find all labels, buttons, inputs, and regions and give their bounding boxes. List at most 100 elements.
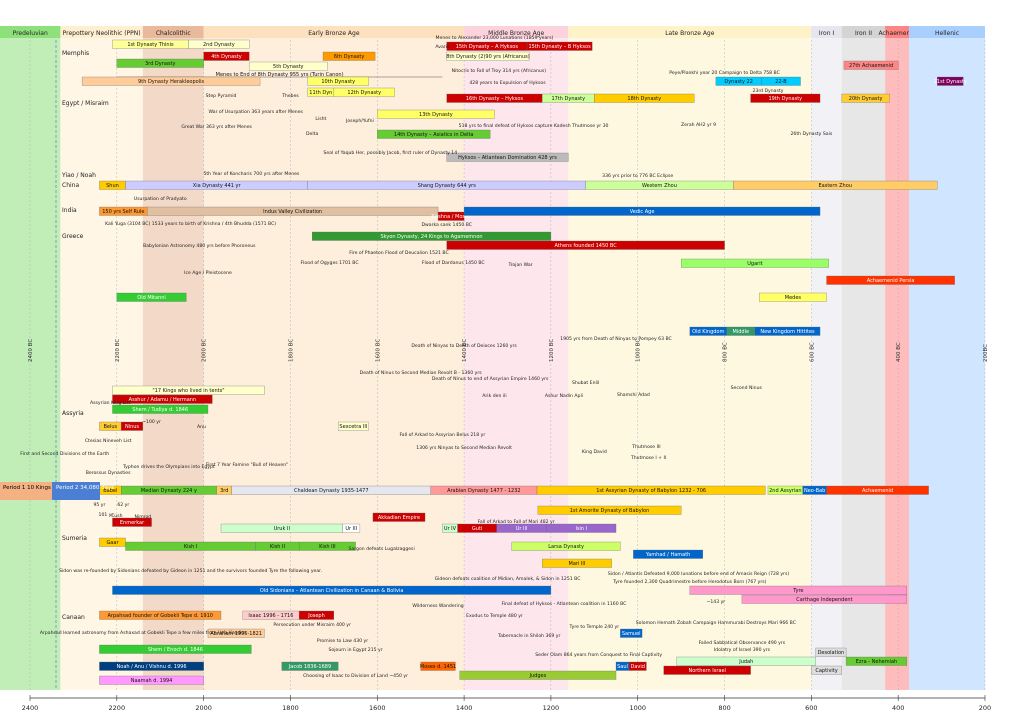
- timeline-note: Lisht: [315, 116, 326, 122]
- timeline-note: Death of Ninus to Second Median Revolt B…: [360, 370, 483, 376]
- timeline-note: Sargon defeats Lugalzaggesi: [348, 546, 414, 552]
- timeline-bar: [99, 661, 204, 671]
- timeline-bar: [312, 231, 552, 241]
- bar-label: 13th Dynasty: [419, 112, 453, 118]
- bar-label: Asshur / Adamu / Hermann: [129, 397, 196, 403]
- timeline-bar: [372, 512, 426, 522]
- timeline-bar: [542, 558, 612, 568]
- timeline-note: Fall of Arkad to Assyrian Belus 218 yr: [400, 432, 486, 438]
- timeline-bar: [826, 485, 929, 495]
- timeline-note: Ice Age / Pleistocene: [184, 270, 232, 276]
- axis-tick-label: 1600: [369, 704, 386, 712]
- timeline-bar: [203, 51, 250, 61]
- timeline-note: Thutmose III: [631, 444, 660, 450]
- era-header: [0, 26, 61, 38]
- timeline-bar: [546, 523, 617, 533]
- axis-tick-label: 1800: [282, 704, 299, 712]
- bar-label: 19th Dynasty: [768, 96, 802, 102]
- bar-label: 14th Dynasty – Asiatics in Delta: [394, 132, 474, 138]
- bar-label: Belus: [103, 424, 117, 430]
- timeline-bar: [307, 76, 369, 86]
- bar-label: Guti: [472, 526, 482, 532]
- axis-tick-label: 1200: [543, 704, 560, 712]
- axis-tick-label: 800: [718, 704, 730, 712]
- era-name: Early Bronze Age: [308, 30, 360, 37]
- timeline-note: Typhon drives the Olympians into Egypt: [122, 464, 215, 470]
- era-band: [811, 26, 842, 690]
- timeline-bar: [511, 541, 621, 551]
- timeline-note: Final defeat of Hyksos - Atlantean coali…: [501, 601, 626, 607]
- timeline-note: Seder Olam 864 years from Conquest to Fi…: [535, 652, 662, 658]
- bar-label: Kish III: [319, 544, 335, 550]
- timeline-note: Exodus to Temple 480 yr: [466, 613, 523, 619]
- timeline-note: Cush: [111, 513, 123, 519]
- mid-axis-label: 2000 BC: [202, 339, 208, 362]
- bar-label: Carthage Independent: [796, 597, 852, 603]
- timeline-bar: [99, 644, 252, 654]
- bar-label: 10th Dynasty: [321, 79, 355, 85]
- timeline-note: Failed Sabbatical Observance 490 yrs: [699, 640, 786, 646]
- timeline-bar: [307, 87, 335, 97]
- era-band: [841, 26, 886, 690]
- timeline-note: Ashur Nadin Apli: [545, 393, 583, 399]
- period-2-box: [52, 482, 100, 500]
- timeline-bar: [116, 58, 204, 68]
- mid-axis-label: 1400 BC: [462, 339, 468, 362]
- timeline-bar: [680, 258, 829, 268]
- timeline-note: Tyre to Temple 240 yr: [569, 624, 620, 630]
- bar-label: Achaemenid: [862, 488, 893, 494]
- timeline-note: Death of Ninyas to Death of Deioces 1260…: [411, 343, 517, 349]
- bar-label: New Kingdom Hittites: [760, 329, 815, 335]
- timeline-bar: [843, 60, 899, 70]
- bar-label: 15th Dynasty – B Hyksos: [528, 44, 591, 50]
- timeline-note: Avaris: [435, 44, 450, 50]
- timeline-note: Choosing of Isaac to Division of Land ~4…: [303, 673, 408, 679]
- timeline-bar: [121, 421, 144, 431]
- timeline-note: Anu: [197, 424, 206, 430]
- timeline-bar: [81, 76, 261, 86]
- bar-label: 16th Dynasty – Hyksos: [466, 96, 524, 102]
- timeline-bar: [937, 76, 964, 86]
- timeline-note: 26th Dynasty Sais: [790, 131, 832, 137]
- mid-axis-label: 2200 BC: [115, 339, 121, 362]
- timeline-note: King David: [582, 449, 607, 455]
- bar-label: Isin I: [575, 526, 587, 532]
- timeline-note: Sidon was re-founded by Sidonians defeat…: [59, 568, 322, 574]
- bar-label: 27th Achaemenid: [849, 63, 893, 69]
- bar-label: Kish I: [184, 544, 198, 550]
- bar-label: Ur III: [345, 526, 357, 532]
- timeline-note: Trojan War: [507, 262, 532, 268]
- region-label: Canaan: [62, 614, 85, 621]
- bar-label: 18th Dynasty: [627, 96, 661, 102]
- bar-label: Sexcetra III: [339, 424, 367, 430]
- era-band: [142, 26, 204, 690]
- bar-label: Isaac 1996 - 1716: [248, 613, 293, 619]
- timeline-bar: [437, 211, 465, 221]
- era-header: [909, 26, 985, 38]
- timeline-bar: [620, 628, 643, 638]
- bar-label: 4th Dynasty: [211, 54, 242, 60]
- timeline-bar: [633, 549, 703, 559]
- era-header: [203, 26, 465, 38]
- bar-label: Menes to End of 8th Dynasty 955 yrs (Tur…: [216, 72, 344, 78]
- timeline-note: Great War 363 yrs after Menes: [181, 124, 252, 130]
- bar-label: Captivity: [815, 668, 837, 674]
- timeline-bar: [733, 180, 938, 190]
- bar-label: 2nd Dynasty: [203, 42, 235, 48]
- timeline-note: Gideon defeats coalition of Midian, Amal…: [435, 576, 581, 582]
- timeline-note: Delta: [306, 131, 318, 137]
- bar-label: 15th Dynasty – A Hyksos: [456, 44, 519, 50]
- timeline-note: Sojourn in Egypt 215 yr: [329, 647, 383, 653]
- timeline-notes: Menes to Alexander 23,000 Lunations (185…: [20, 35, 833, 679]
- timeline-note: Assyrian King List: [90, 400, 131, 406]
- bar-label: Babel: [103, 488, 117, 494]
- timeline-bar: [594, 93, 695, 103]
- timeline-note: Shubat Enlil: [572, 380, 599, 386]
- bar-label: Northern Israel: [688, 668, 725, 674]
- bar-label: Kish II: [270, 544, 285, 550]
- bar-label: Judges: [529, 673, 547, 679]
- timeline-note: Step Pyramid: [206, 93, 237, 99]
